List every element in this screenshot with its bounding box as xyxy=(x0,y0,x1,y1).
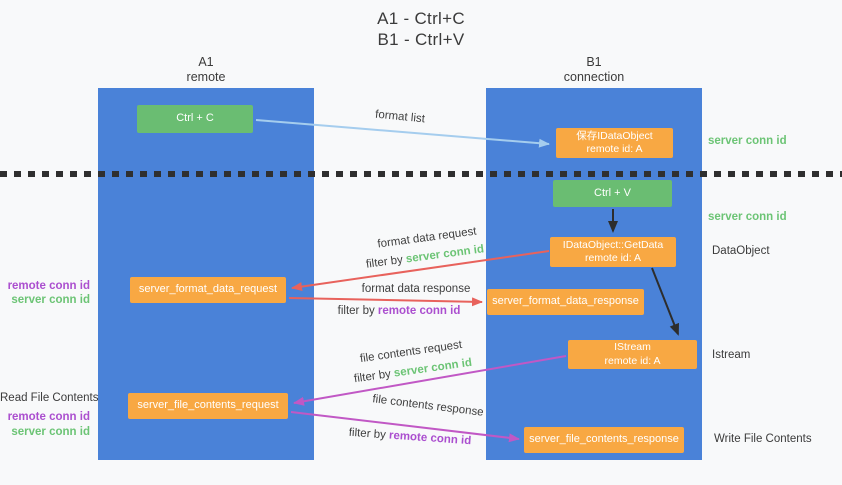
remote-conn-id-text: remote conn id xyxy=(388,429,472,448)
label-istream: Istream xyxy=(712,349,751,361)
lane-b1-name: B1 xyxy=(586,55,602,69)
lane-b1-role: connection xyxy=(563,70,625,84)
node-server-format-data-request: server_format_data_request xyxy=(130,277,286,303)
label-read-file-contents: Read File Contents xyxy=(0,392,99,404)
title-line-1: A1 - Ctrl+C xyxy=(377,9,465,28)
server-conn-id-text: server conn id xyxy=(405,243,485,266)
node-ctrl-v: Ctrl + V xyxy=(553,180,672,207)
label-remote-conn-id-left-top: remote conn id xyxy=(7,280,90,292)
node-server-format-data-response: server_format_data_response xyxy=(487,289,644,315)
lane-a1-name: A1 xyxy=(198,55,214,69)
arrow-format-data-response xyxy=(288,297,483,307)
label-server-conn-id-left-bottom: server conn id xyxy=(11,426,90,438)
node-istream: IStream remote id: A xyxy=(568,340,697,369)
label-server-conn-id-left-top: server conn id xyxy=(11,294,90,306)
node-format-response-label: server_format_data_response xyxy=(492,295,639,308)
node-file-response-label: server_file_contents_response xyxy=(529,433,679,446)
node-getdata-line2: remote id: A xyxy=(584,252,642,264)
filter-by-text: filter by xyxy=(337,305,378,317)
label-dataobject: DataObject xyxy=(712,245,770,257)
lane-header-a1: A1 remote xyxy=(98,55,314,85)
node-ctrl-c-label: Ctrl + C xyxy=(176,112,214,125)
lane-header-b1: B1 connection xyxy=(486,55,702,85)
node-ctrl-v-label: Ctrl + V xyxy=(594,186,631,199)
node-file-request-label: server_file_contents_request xyxy=(137,399,279,412)
node-server-file-contents-response: server_file_contents_response xyxy=(524,427,684,453)
remote-conn-id-text: remote conn id xyxy=(377,305,461,317)
node-format-request-label: server_format_data_request xyxy=(138,283,278,296)
filter-by-text: filter by xyxy=(348,426,390,442)
title-line-2: B1 - Ctrl+V xyxy=(377,30,465,49)
lane-a1-role: remote xyxy=(186,70,226,84)
label-filter-by-remote-conn-id-1: filter by remote conn id xyxy=(338,305,461,317)
filter-by-text: filter by xyxy=(365,253,407,271)
diagram-title: A1 - Ctrl+C B1 - Ctrl+V xyxy=(0,8,842,50)
label-server-conn-id-right-top: server conn id xyxy=(708,135,787,147)
label-format-data-response: format data response xyxy=(361,283,471,295)
node-istream-line1: IStream xyxy=(614,341,651,353)
node-save-idataobject: 保存IDataObject remote id: A xyxy=(556,128,673,158)
label-file-contents-response: file contents response xyxy=(371,393,485,419)
label-filter-by-remote-conn-id-2: filter by remote conn id xyxy=(348,427,471,448)
server-conn-id-text: server conn id xyxy=(393,356,473,380)
filter-by-text: filter by xyxy=(353,367,395,386)
label-format-list: format list xyxy=(374,108,426,126)
label-write-file-contents: Write File Contents xyxy=(714,433,812,445)
node-save-idataobject-line2: remote id: A xyxy=(586,143,643,155)
node-idataobject-getdata: IDataObject::GetData remote id: A xyxy=(550,237,676,267)
node-getdata-line1: IDataObject::GetData xyxy=(562,238,664,251)
node-ctrl-c: Ctrl + C xyxy=(137,105,253,133)
node-server-file-contents-request: server_file_contents_request xyxy=(128,393,288,419)
label-remote-conn-id-left-bottom: remote conn id xyxy=(7,411,90,423)
node-save-idataobject-line1: 保存IDataObject xyxy=(576,129,653,142)
node-istream-line2: remote id: A xyxy=(604,354,661,367)
label-server-conn-id-right-mid: server conn id xyxy=(708,211,787,223)
